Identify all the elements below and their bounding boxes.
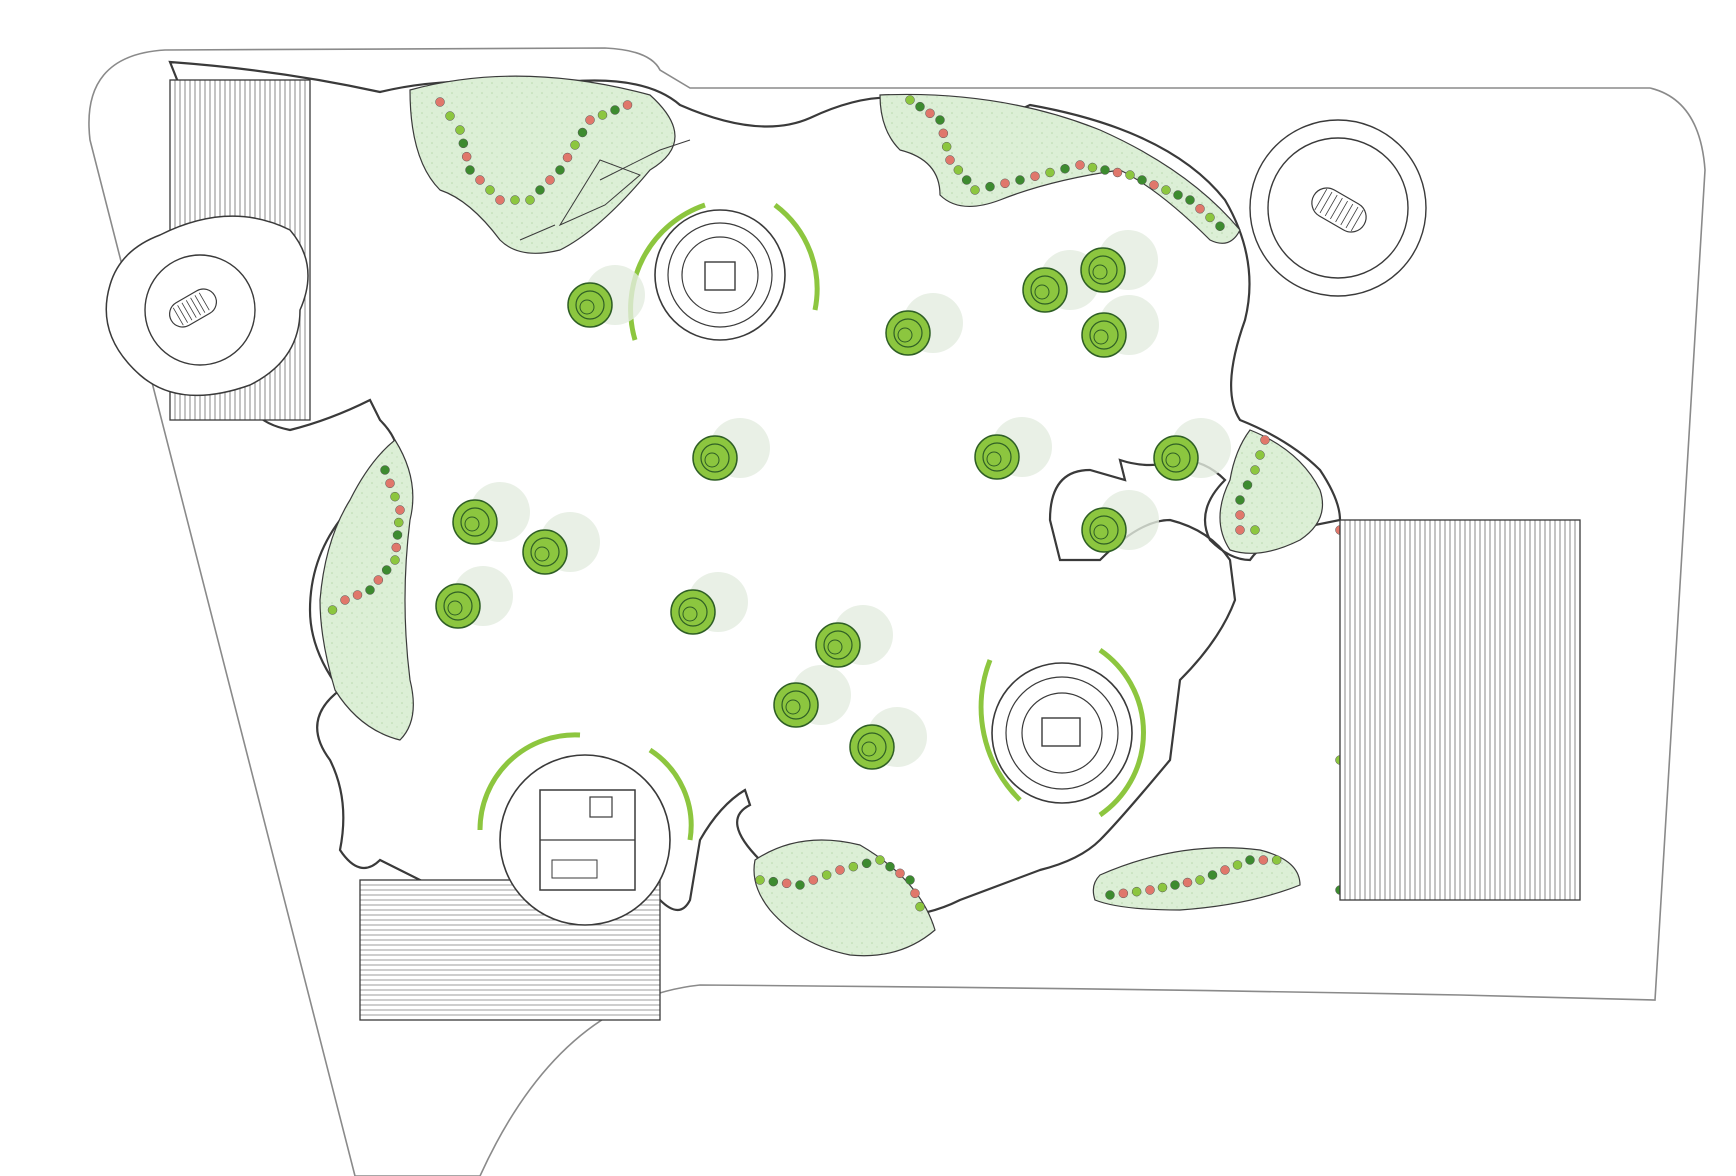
tree: [435, 566, 513, 629]
shrub-row: [327, 465, 405, 615]
shrub-row: [1235, 435, 1270, 535]
shrub-row: [755, 855, 925, 912]
tree: [849, 707, 927, 770]
service-core-southwest: [477, 732, 694, 926]
tree: [1081, 295, 1159, 358]
tree: [1153, 418, 1231, 481]
skylight-pod-west: [105, 215, 309, 397]
shrub-row: [905, 95, 1225, 231]
tree: [522, 512, 600, 575]
tree: [815, 605, 893, 668]
skylight-pod-northeast: [1249, 119, 1427, 297]
tree: [567, 265, 645, 328]
stepped-seating-east: [1339, 519, 1581, 901]
stair-pavilion-north: [628, 202, 820, 341]
planting-bed-northeast: [879, 93, 1241, 244]
stair-pavilion-south: [978, 647, 1146, 818]
planting-bed-east: [1219, 429, 1324, 554]
planting-bed-south: [753, 839, 936, 957]
tree: [452, 482, 530, 545]
tree: [1080, 230, 1158, 293]
tree: [974, 417, 1052, 480]
planting-bed-north: [409, 75, 676, 254]
tree: [1081, 490, 1159, 553]
site-boundary: [88, 47, 1706, 1176]
shrub-row: [1105, 855, 1282, 900]
tree: [885, 293, 963, 356]
tree: [773, 665, 851, 728]
trees: [435, 230, 1231, 770]
tree: [670, 572, 748, 635]
tree: [692, 418, 770, 481]
decorative-trail: [519, 139, 691, 241]
shrub-row: [435, 97, 633, 205]
